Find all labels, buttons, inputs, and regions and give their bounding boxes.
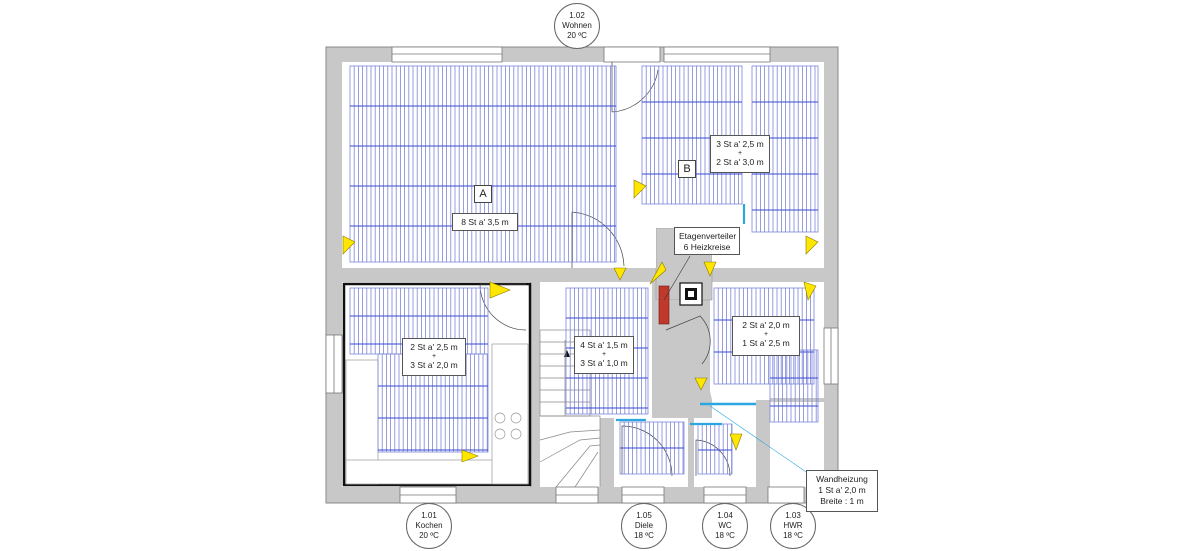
room-name: Kochen: [415, 521, 443, 530]
room-tag-wohnen: 1.02 Wohnen 20 ºC: [554, 3, 600, 49]
circuit-text-1: 2 St a' 2,0 m: [742, 320, 790, 330]
room-number: 1.04: [717, 511, 733, 520]
distributor-manifold: [658, 285, 670, 325]
pipe-field-wohnen-a: [349, 65, 617, 263]
flow-markers: [342, 179, 819, 463]
room-temperature: 18 ºC: [783, 531, 803, 540]
room-temperature: 20 ºC: [567, 31, 587, 40]
room-temperature: 18 ºC: [634, 531, 654, 540]
flow-marker: [805, 235, 819, 255]
room-tag-wc: 1.04 WC 18 ºC: [702, 503, 748, 549]
room-number: 1.02: [569, 11, 585, 20]
circuit-text-2: 3 St a' 2,0 m: [410, 360, 458, 370]
room-temperature: 18 ºC: [715, 531, 735, 540]
room-temperature: 20 ºC: [419, 531, 439, 540]
flow-marker: [633, 179, 647, 199]
distributor-leader-line: [663, 255, 691, 301]
flow-marker: [613, 267, 627, 281]
room-number: 1.03: [785, 511, 801, 520]
room-tag-hwr: 1.03 HWR 18 ºC: [770, 503, 816, 549]
flow-marker: [489, 281, 511, 299]
flow-marker: [729, 433, 743, 451]
wall-heating-line-3: Breite : 1 m: [820, 496, 864, 506]
flow-marker: [649, 261, 667, 285]
circuit-label-wohnen-b: 3 St a' 2,5 m + 2 St a' 3,0 m: [710, 135, 770, 173]
circuit-text: 8 St a' 3,5 m: [461, 217, 509, 227]
chimney-core: [688, 291, 694, 297]
circuit-plus: +: [431, 353, 437, 360]
circuit-label-wohnen-a: 8 St a' 3,5 m: [452, 213, 518, 231]
room-name: HWR: [783, 521, 803, 530]
pipe-field-hwr-right: [769, 349, 819, 423]
wall-heating-line-2: 1 St a' 2,0 m: [818, 485, 866, 495]
pipe-field-diele-small: [619, 421, 685, 475]
circuit-plus: +: [763, 331, 769, 338]
feed-lines: [616, 204, 746, 426]
distributor-label: Etagenverteiler 6 Heizkreise: [674, 227, 740, 255]
doors: [479, 62, 731, 477]
distributor-line-1: Etagenverteiler: [679, 231, 737, 241]
room-tag-diele: 1.05 Diele 18 ºC: [621, 503, 667, 549]
kitchen-furniture: [345, 343, 529, 485]
room-name: Wohnen: [562, 21, 592, 30]
zone-a-label: A: [474, 185, 492, 203]
room-number: 1.01: [421, 511, 437, 520]
flow-marker: [803, 281, 817, 301]
circuit-text-1: 3 St a' 2,5 m: [716, 139, 764, 149]
room-name: WC: [718, 521, 732, 530]
circuit-plus: +: [737, 150, 743, 157]
room-tag-kochen: 1.01 Kochen 20 ºC: [406, 503, 452, 549]
circuit-label-hwr: 2 St a' 2,0 m + 1 St a' 2,5 m: [732, 316, 800, 356]
walls: [325, 46, 839, 504]
pipe-field-wc: [697, 423, 733, 475]
circuit-text-1: 2 St a' 2,5 m: [410, 342, 458, 352]
windows: [325, 46, 839, 504]
wall-heating-line-1: Wandheizung: [816, 474, 868, 484]
circuit-plus: +: [601, 351, 607, 358]
wall-heating-label: Wandheizung 1 St a' 2,0 m Breite : 1 m: [806, 470, 878, 512]
room-number: 1.05: [636, 511, 652, 520]
circuit-text-1: 4 St a' 1,5 m: [580, 340, 628, 350]
distributor-line-2: 6 Heizkreise: [683, 242, 731, 252]
stair-arrow: [564, 350, 570, 357]
circuit-text-2: 3 St a' 1,0 m: [580, 358, 628, 368]
circuit-label-diele: 4 St a' 1,5 m + 3 St a' 1,0 m: [574, 336, 634, 374]
flow-marker: [703, 261, 717, 277]
circuit-text-2: 1 St a' 2,5 m: [742, 338, 790, 348]
circuit-text-2: 2 St a' 3,0 m: [716, 157, 764, 167]
flow-marker: [342, 235, 356, 255]
wall-heating-leader: [709, 405, 813, 477]
circuit-label-kochen: 2 St a' 2,5 m + 3 St a' 2,0 m: [402, 338, 466, 376]
flow-marker: [461, 449, 479, 463]
zone-b-label: B: [678, 160, 696, 178]
flow-marker: [694, 377, 708, 391]
room-name: Diele: [634, 521, 654, 530]
kitchen-outline: [342, 282, 532, 487]
